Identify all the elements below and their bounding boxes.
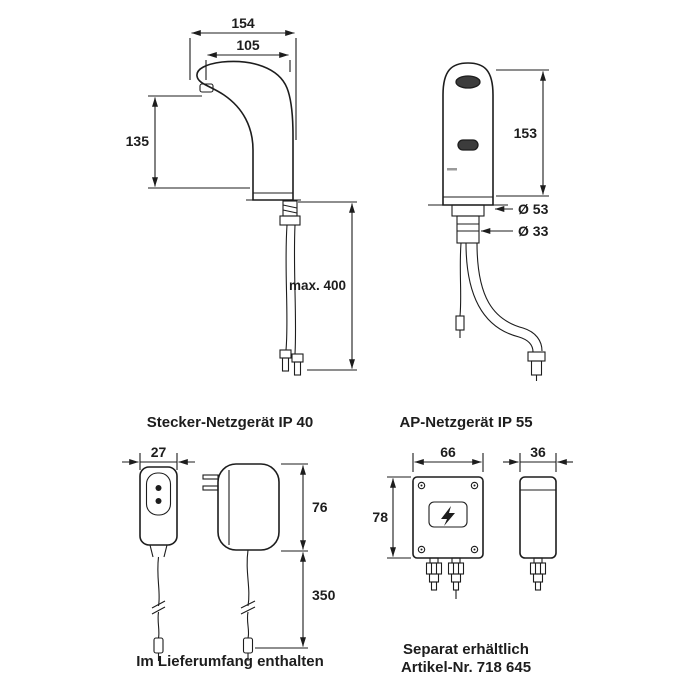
sensor-cable (455, 242, 465, 338)
ap-box-cable-glands (425, 557, 465, 599)
mounting-hardware-side (246, 199, 301, 226)
dim-total-projection (189, 30, 297, 140)
ap-box-side-view (519, 476, 557, 559)
dim-max-hose-length-label: max. 400 (289, 278, 346, 293)
adapter-side-view (202, 463, 280, 551)
dim-box-height-label: 78 (372, 509, 388, 525)
dim-outlet-height-label: 135 (126, 133, 150, 149)
dim-box-height (387, 476, 411, 559)
ap-box-side-gland (529, 557, 547, 591)
logo-mark (447, 168, 457, 171)
plug-front-view (139, 466, 178, 558)
plug-cable (151, 556, 166, 661)
dim-front-height (496, 69, 549, 197)
dim-outlet-height (148, 95, 250, 189)
faucet-body-outline (196, 60, 294, 201)
dim-front-height-label: 153 (514, 125, 538, 141)
ap-psu-note-line2: Artikel-Nr. 718 645 (401, 659, 531, 676)
dim-adapter-height-label: 76 (312, 499, 328, 515)
dim-box-depth-label: 36 (530, 444, 546, 460)
mounting-hardware-front (428, 204, 508, 244)
dim-base-diameter-label: Ø 53 (518, 201, 549, 217)
dim-plug-width (122, 453, 195, 470)
dim-box-depth (503, 453, 573, 472)
dim-cable-length (255, 552, 308, 649)
supply-hose-front (465, 242, 546, 381)
spout-opening (455, 75, 481, 89)
dim-box-width-label: 66 (440, 444, 456, 460)
faucet-side-view: 154 105 135 max. 400 (126, 15, 357, 376)
dim-total-projection-label: 154 (231, 15, 255, 31)
dim-shaft-diameter-label: Ø 33 (518, 223, 549, 239)
plug-psu-note: Im Lieferumfang enthalten (136, 653, 324, 670)
dim-spout-projection (205, 52, 291, 80)
dim-cable-length-label: 350 (312, 587, 336, 603)
aerator (199, 83, 214, 93)
dim-box-width (412, 453, 484, 472)
lightning-bolt-icon (441, 506, 455, 526)
faucet-front-body (442, 62, 494, 206)
dim-plug-width-label: 27 (151, 444, 167, 460)
adapter-cable (240, 549, 256, 661)
plug-psu-title: Stecker-Netzgerät IP 40 (147, 414, 313, 431)
ap-box-front-view (412, 476, 484, 559)
dim-max-hose-length (298, 201, 357, 371)
sensor-window (457, 139, 479, 151)
plug-psu-section: Stecker-Netzgerät IP 40 27 (122, 414, 336, 670)
faucet-front-view: 153 Ø 53 Ø 33 (428, 62, 549, 381)
dim-adapter-height (281, 463, 308, 552)
ap-psu-note-line1: Separat erhältlich (403, 641, 529, 658)
ap-psu-section: AP-Netzgerät IP 55 66 (372, 414, 573, 676)
supply-hoses-side (279, 224, 304, 376)
dim-spout-projection-label: 105 (236, 37, 260, 53)
ap-psu-title: AP-Netzgerät IP 55 (399, 414, 532, 431)
